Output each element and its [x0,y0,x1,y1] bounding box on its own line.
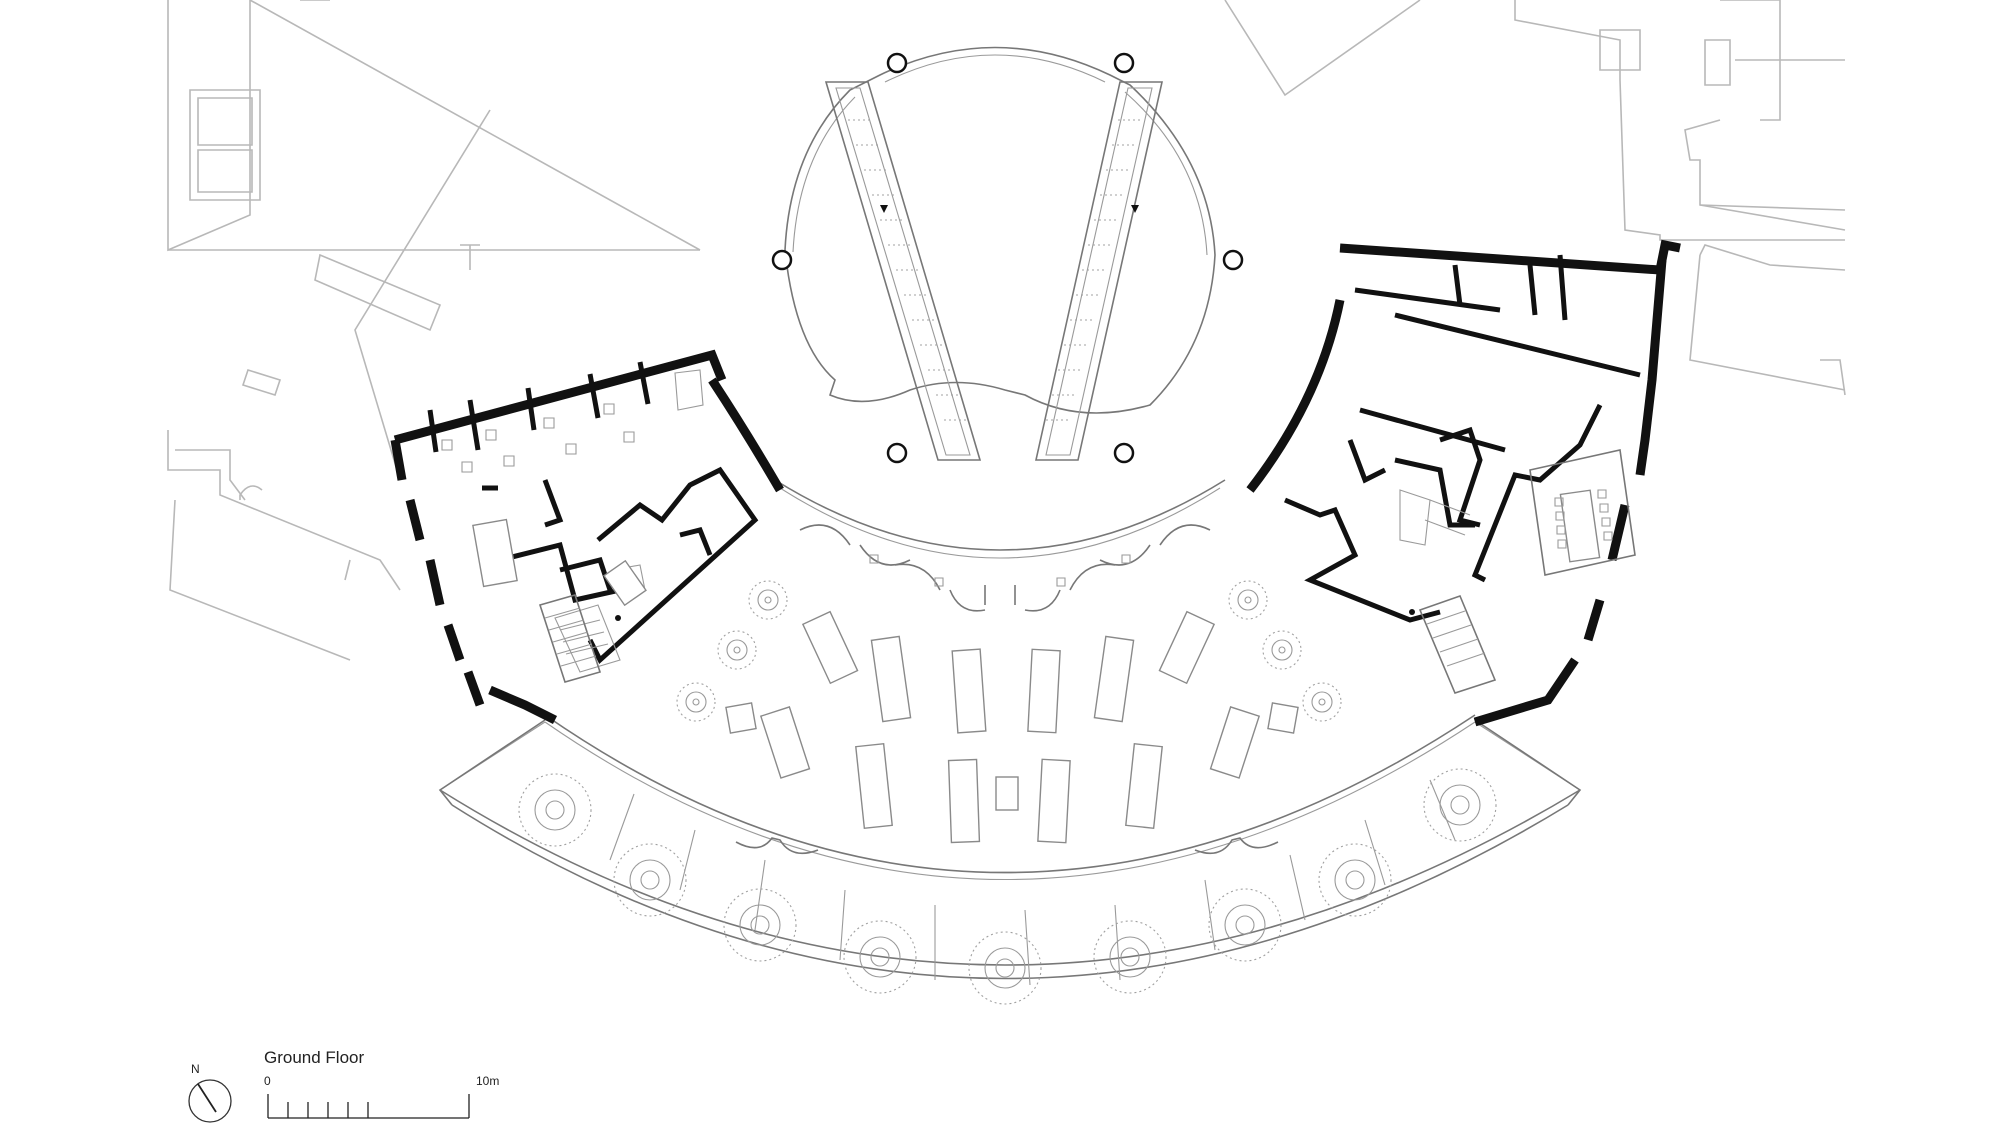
inner-curved-facade [774,479,1226,559]
east-wing-conference-room [1529,449,1636,576]
planters [518,768,1497,1005]
west-wing-furniture [441,403,647,621]
north-arrow [188,1079,232,1123]
east-wing-walls [1246,239,1681,727]
drum-columns [771,52,1244,464]
escalator-left [824,81,982,461]
planter-colonnade [438,719,1582,986]
scale-end-label: 10m [476,1074,500,1088]
plan-title: Ground Floor [264,1048,365,1067]
north-label: N [191,1062,200,1076]
context-buildings-west [167,0,701,661]
east-stair [1409,594,1497,694]
west-stair [538,594,602,683]
hall-meeting-tables [759,610,1261,779]
escalator-right [1035,81,1163,461]
scale-start-label: 0 [264,1074,271,1088]
hall-display-tables [725,635,1299,844]
west-wing-walls [390,349,784,725]
context-buildings-east [1224,0,1846,396]
hall-round-tables [676,580,1342,722]
scale-bar [267,1094,470,1119]
revolving-doors [799,524,1211,612]
escalator-drum [784,46,1216,414]
main-hall-outer-curve [544,714,1476,880]
